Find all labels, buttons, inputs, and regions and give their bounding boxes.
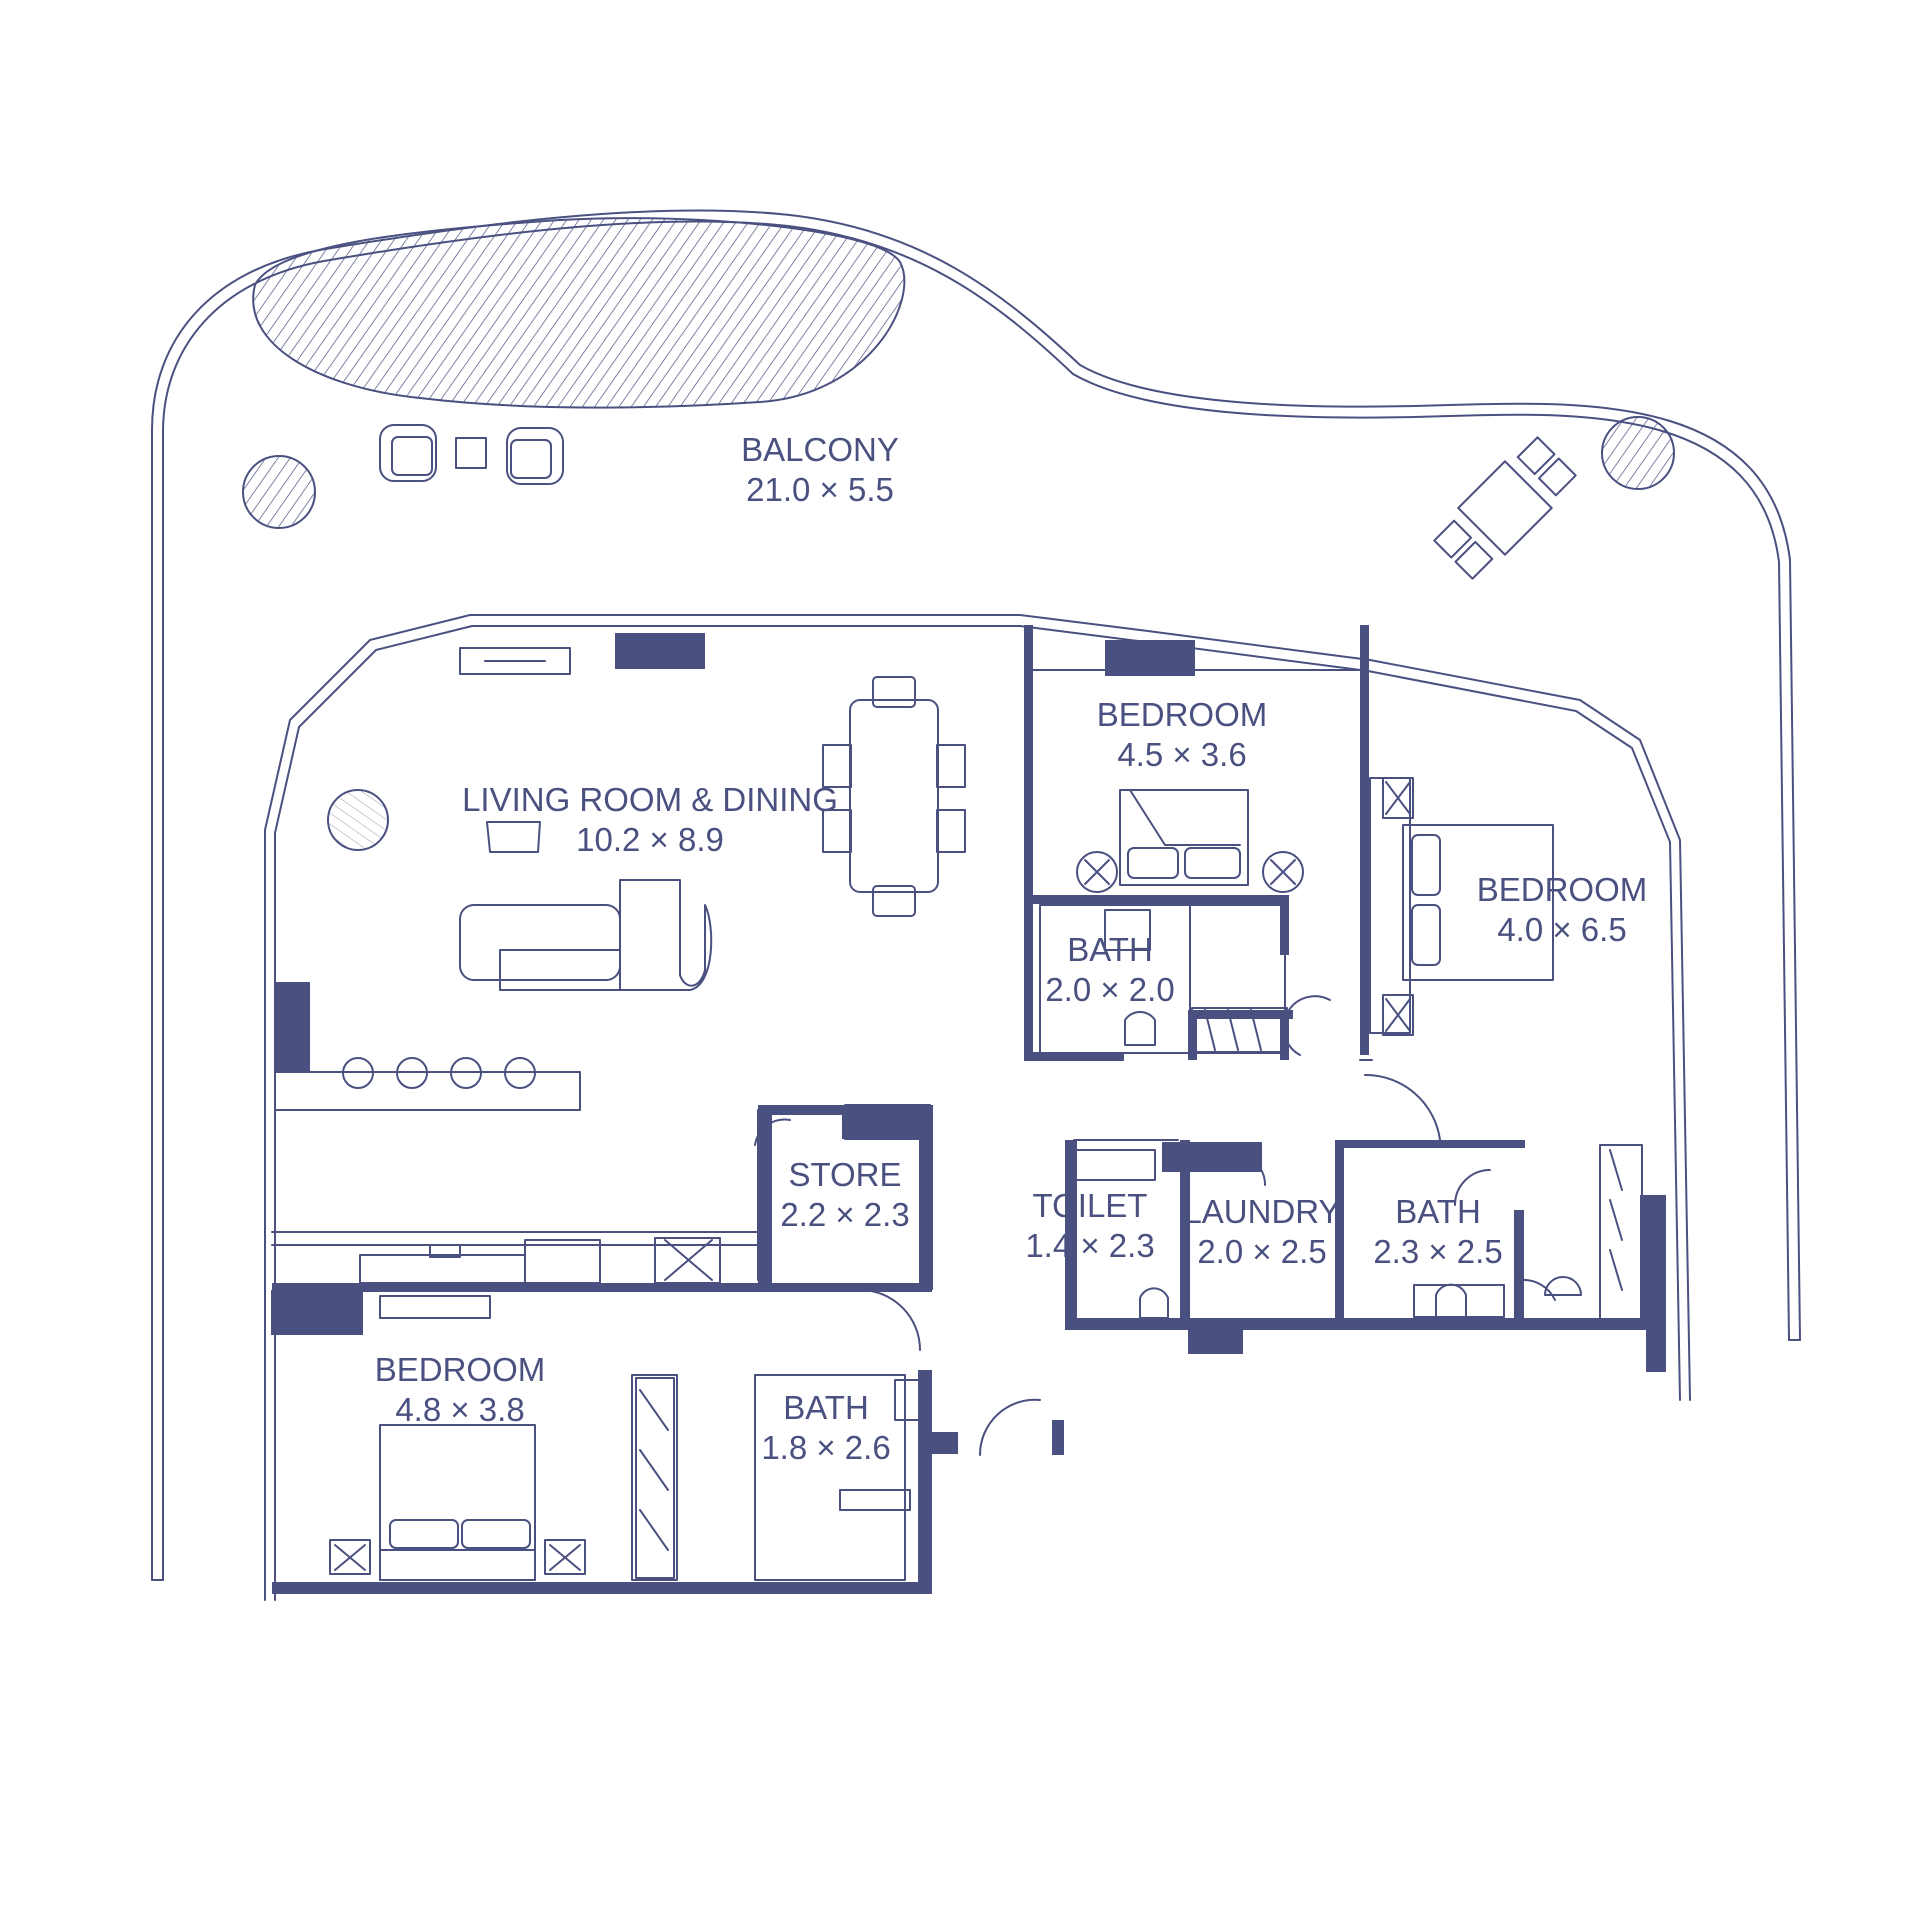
room-size: 4.8 × 3.8 xyxy=(395,1391,525,1428)
armchair-icon xyxy=(327,789,389,851)
room-size: 10.2 × 8.9 xyxy=(576,821,724,858)
washbasin-icon xyxy=(1104,909,1151,951)
room-label-store: STORE 2.2 × 2.3 xyxy=(780,1155,909,1235)
shower-icon xyxy=(839,1489,911,1511)
toilet-icon xyxy=(1124,1011,1156,1046)
wardrobe-icon xyxy=(1191,1007,1288,1053)
room-label-bath-3: BATH 1.8 × 2.6 xyxy=(761,1388,890,1468)
room-size: 2.0 × 2.5 xyxy=(1197,1233,1327,1270)
washbasin-icon xyxy=(894,1379,921,1421)
room-size: 4.5 × 3.6 xyxy=(1117,736,1247,773)
shower-icon xyxy=(1413,1284,1505,1318)
store-shelving xyxy=(844,1104,931,1140)
room-name: BATH xyxy=(1395,1193,1481,1230)
room-name: BEDROOM xyxy=(1096,696,1268,733)
room-size: 2.3 × 2.5 xyxy=(1373,1233,1503,1270)
toilet-icon xyxy=(1139,1287,1169,1319)
room-label-balcony: BALCONY 21.0 × 5.5 xyxy=(741,430,899,510)
room-label-bedroom-3: BEDROOM 4.8 × 3.8 xyxy=(375,1350,546,1430)
planter-icon xyxy=(1601,416,1675,490)
washbasin-icon xyxy=(1074,1149,1156,1181)
facade-glazing xyxy=(264,614,1691,1601)
room-label-bedroom-1: BEDROOM 4.5 × 3.6 xyxy=(1097,695,1268,775)
bed-icon xyxy=(1119,789,1249,886)
room-name: BEDROOM xyxy=(1476,871,1648,908)
room-name: BALCONY xyxy=(741,431,899,468)
room-size: 4.0 × 6.5 xyxy=(1497,911,1627,948)
side-table-icon xyxy=(455,437,487,469)
kitchen-counter-icon xyxy=(359,1237,721,1284)
bed-icon xyxy=(379,1424,536,1581)
nightstand-icon xyxy=(329,1539,586,1575)
wardrobe-icon xyxy=(635,1377,675,1579)
walls xyxy=(271,625,1666,1594)
room-name: STORE xyxy=(788,1156,902,1193)
room-size: 2.0 × 2.0 xyxy=(1045,971,1175,1008)
room-size: 21.0 × 5.5 xyxy=(746,471,894,508)
room-label-laundry: LAUNDRY 2.0 × 2.5 xyxy=(1183,1192,1340,1272)
nightstand-icon xyxy=(1076,851,1304,893)
room-label-bath-2: BATH 2.3 × 2.5 xyxy=(1373,1192,1502,1272)
outdoor-dining-set-icon xyxy=(1433,436,1577,580)
toilet-icon xyxy=(1435,1283,1467,1319)
dining-table-icon xyxy=(822,676,966,917)
lounge-chair-icon xyxy=(379,424,437,482)
room-label-toilet: TOILET 1.4 × 2.3 xyxy=(1025,1186,1154,1266)
room-size: 1.8 × 2.6 xyxy=(761,1429,891,1466)
room-name: BEDROOM xyxy=(374,1351,546,1388)
room-label-living: LIVING ROOM & DINING 10.2 × 8.9 xyxy=(462,780,838,860)
wardrobe-icon xyxy=(1599,1144,1643,1321)
partitions xyxy=(271,669,1373,1581)
tv-unit-icon xyxy=(459,647,571,675)
planter-icon xyxy=(242,455,316,529)
bed-icon xyxy=(1402,824,1554,981)
sofa-icon xyxy=(459,879,713,991)
room-size: 1.4 × 2.3 xyxy=(1025,1227,1155,1264)
planter-bed xyxy=(252,217,906,409)
room-label-bath-1: BATH 2.0 × 2.0 xyxy=(1045,930,1174,1010)
room-label-bedroom-2: BEDROOM 4.0 × 6.5 xyxy=(1477,870,1648,950)
lounge-chair-icon xyxy=(506,427,564,485)
room-name: LIVING ROOM & DINING xyxy=(462,781,838,818)
armchair-icon xyxy=(486,821,541,853)
kitchen-island-icon xyxy=(274,1057,581,1111)
nightstand-icon xyxy=(1382,777,1414,1036)
tv-unit-icon xyxy=(379,1295,491,1319)
room-name: LAUNDRY xyxy=(1183,1193,1341,1230)
room-name: BATH xyxy=(783,1389,869,1426)
washbasin-icon xyxy=(1544,1276,1582,1296)
room-name: BATH xyxy=(1067,931,1153,968)
room-size: 2.2 × 2.3 xyxy=(780,1196,910,1233)
room-name: TOILET xyxy=(1032,1187,1148,1224)
